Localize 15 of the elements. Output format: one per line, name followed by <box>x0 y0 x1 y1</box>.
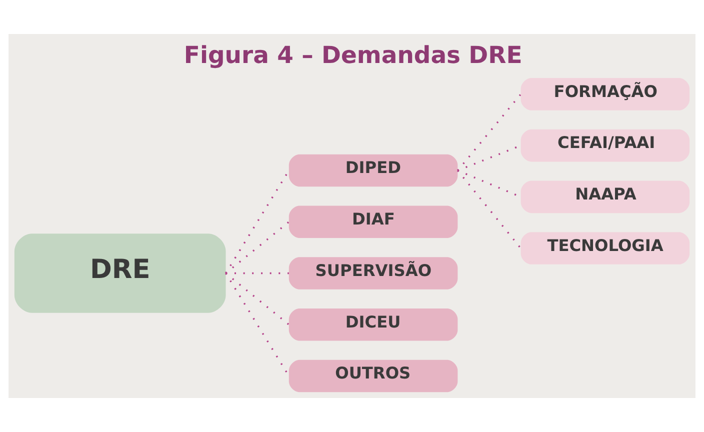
node-box: TECNOLOGIA <box>520 232 690 264</box>
node-box: SUPERVISÃO <box>288 257 458 290</box>
node-box: DICEU <box>288 308 458 341</box>
node-box: FORMAÇÃO <box>520 78 690 110</box>
connector <box>225 272 290 326</box>
connector <box>457 94 522 172</box>
node-box: DIPED <box>288 154 458 187</box>
connector <box>457 170 522 249</box>
node-box: DIAF <box>288 206 458 238</box>
node-box: DRE <box>14 234 226 313</box>
node-box: OUTROS <box>288 360 458 392</box>
diagram-title: Figura 4 – Demandas DRE <box>184 41 522 70</box>
connector <box>225 221 290 274</box>
node-box: NAAPA <box>520 180 690 214</box>
node-box: CEFAI/PAAI <box>520 129 690 162</box>
